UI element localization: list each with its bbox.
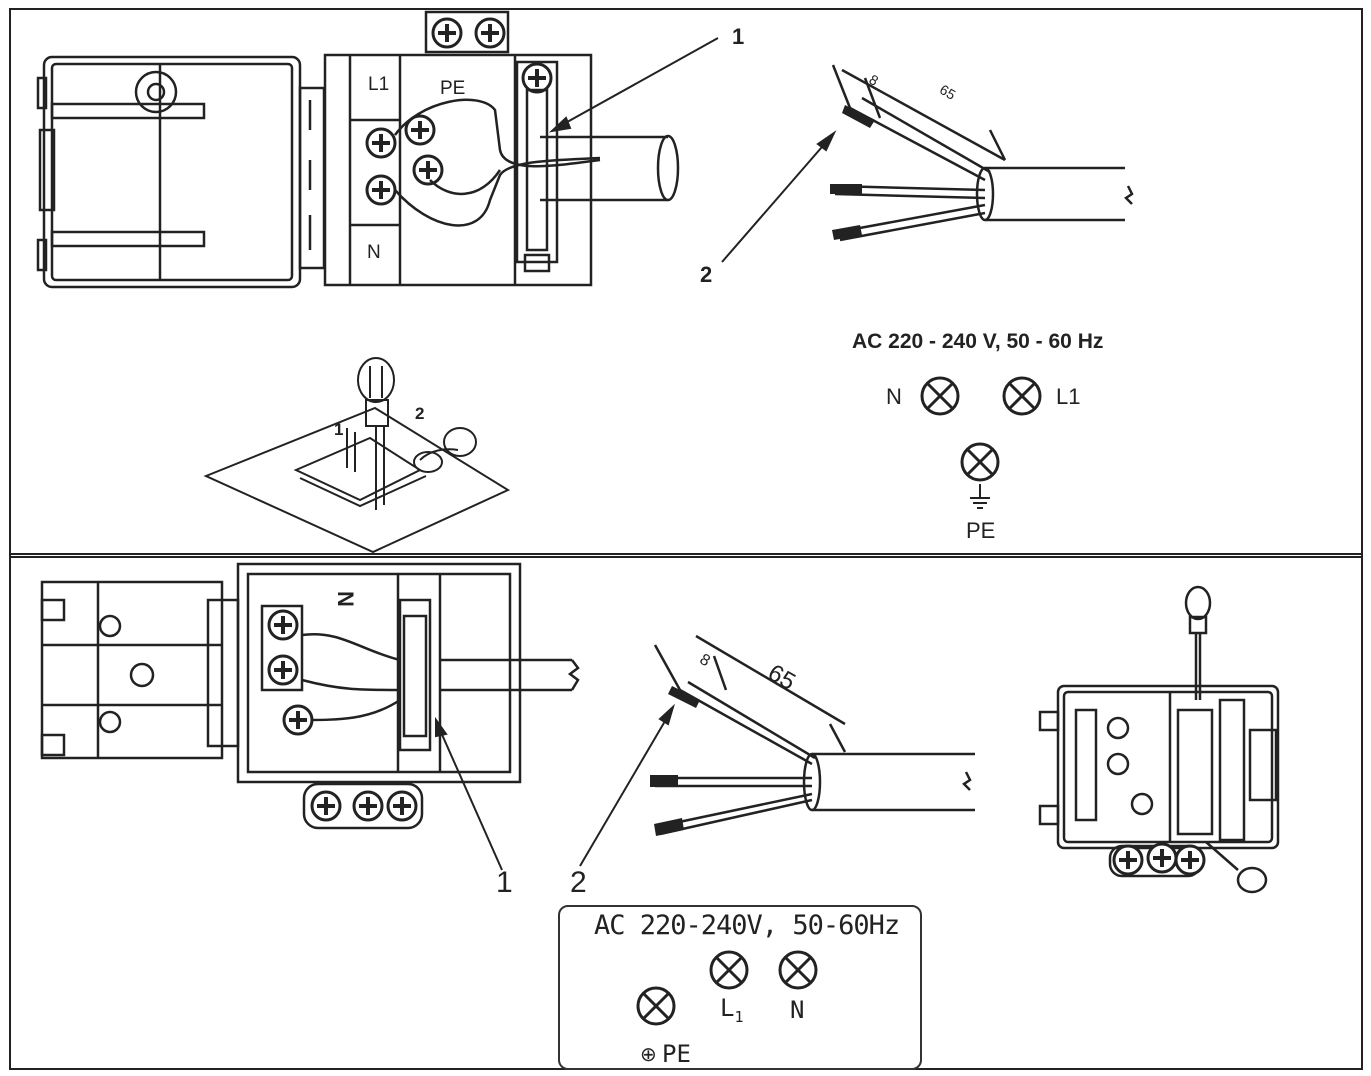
top-spec-voltage: AC 220 - 240 V, 50 - 60 Hz <box>852 330 1104 353</box>
top-stripped-cable <box>831 64 1134 242</box>
top-spec-l1-label: L1 <box>1056 384 1081 409</box>
bottom-spec-l1-label: L1 <box>720 994 744 1026</box>
top-lamp-pe <box>960 442 1000 482</box>
top-terminal-n-label: N <box>367 242 381 263</box>
top-callout-2-arrow <box>721 130 837 263</box>
bottom-terminal-block <box>40 562 580 830</box>
bottom-callout-1-arrow <box>435 716 503 871</box>
bottom-callout-2: 2 <box>570 866 587 899</box>
bottom-terminal-n-label: N <box>332 591 358 607</box>
top-ground-symbol <box>970 484 990 509</box>
bottom-spec-pe-label: PE <box>662 1040 691 1068</box>
bottom-spec-voltage: AC 220-240V, 50-60Hz <box>594 910 900 941</box>
bottom-callout-2-arrow <box>579 703 675 867</box>
top-lamp-l1 <box>1002 376 1042 416</box>
top-terminal-pe-label: PE <box>440 78 466 99</box>
top-spec-pe-label: PE <box>966 518 996 543</box>
top-terminal-block <box>36 10 593 289</box>
top-callout-2: 2 <box>700 262 713 287</box>
top-callout-1: 1 <box>732 24 745 49</box>
bottom-callout-1: 1 <box>496 866 513 899</box>
section-divider <box>9 553 1363 558</box>
top-inset-2: 2 <box>415 404 425 423</box>
top-wires <box>393 60 680 273</box>
top-spec-n-label: N <box>886 384 902 409</box>
bottom-spec-box <box>558 905 922 1070</box>
top-terminal-l1-label: L1 <box>368 74 390 95</box>
bottom-spec-n-label: N <box>790 996 805 1024</box>
bottom-spec-pe-symbol: ⊕ <box>640 1044 657 1066</box>
bottom-mounted-device <box>1038 585 1280 894</box>
top-inset-1: 1 <box>334 420 344 439</box>
bottom-stripped-cable <box>653 634 975 836</box>
bottom-wire-ends <box>650 686 700 836</box>
top-mounting-inset <box>203 357 511 554</box>
top-lamp-n <box>920 376 960 416</box>
top-callout-1-arrow <box>548 37 719 133</box>
top-wire-ends <box>830 105 875 240</box>
